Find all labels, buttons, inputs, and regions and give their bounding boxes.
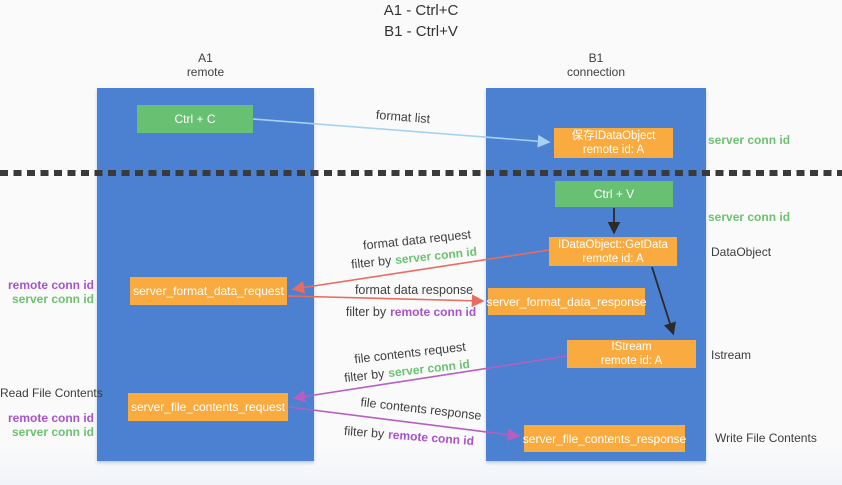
label-format-list: format list xyxy=(375,107,431,127)
node-istream-line1: IStream xyxy=(611,341,652,353)
filter-by-text: filter by xyxy=(343,423,385,442)
left-column-name: A1 xyxy=(198,51,213,65)
node-ctrl-c: Ctrl + C xyxy=(137,105,253,133)
left-remote-conn-id-bottom: remote conn id xyxy=(7,411,94,425)
node-save-dataobject: 保存IDataObject remote id: A xyxy=(554,128,673,158)
left-server-conn-id-bottom: server conn id xyxy=(11,425,94,439)
write-file-contents-label: Write File Contents xyxy=(715,431,817,445)
node-save-dataobject-line2: remote id: A xyxy=(582,144,645,156)
diagram-title: A1 - Ctrl+C B1 - Ctrl+V xyxy=(0,0,842,42)
left-column-header: A1 remote xyxy=(97,51,314,79)
node-server-format-data-response: server_format_data_response xyxy=(486,288,647,315)
remote-conn-id-key: remote conn id xyxy=(390,305,477,319)
right-server-conn-id-top: server conn id xyxy=(708,133,791,147)
dataobject-label: DataObject xyxy=(711,245,772,259)
node-server-file-contents-response-label: server_file_contents_response xyxy=(522,431,687,446)
read-file-contents-label: Read File Contents xyxy=(0,386,103,400)
node-server-file-contents-request-label: server_file_contents_request xyxy=(130,400,286,414)
title-line-2: B1 - Ctrl+V xyxy=(384,23,458,40)
filter-by-text: filter by xyxy=(350,253,392,272)
node-getdata-line2: remote id: A xyxy=(582,252,644,265)
left-column-subtitle: remote xyxy=(186,65,225,79)
node-istream: IStream remote id: A xyxy=(567,340,696,368)
node-getdata: IDataObject::GetData remote id: A xyxy=(549,237,677,266)
left-conn-id-block-top: remote conn id server conn id xyxy=(0,278,94,306)
label-format-data-response: format data response xyxy=(354,283,474,297)
right-column-header: B1 connection xyxy=(486,51,706,79)
node-server-format-data-response-label: server_format_data_response xyxy=(486,294,647,309)
filter-by-text: filter by xyxy=(343,366,386,386)
left-remote-conn-id-top: remote conn id xyxy=(7,278,94,292)
right-column-name: B1 xyxy=(588,51,604,65)
left-conn-id-block-bottom: remote conn id server conn id xyxy=(0,411,94,439)
istream-label: Istream xyxy=(711,348,752,362)
right-server-conn-id-mid: server conn id xyxy=(708,210,791,224)
title-line-1: A1 - Ctrl+C xyxy=(383,2,459,19)
dotted-separator-line xyxy=(0,170,842,176)
node-ctrl-v-label: Ctrl + V xyxy=(593,187,635,201)
node-server-format-data-request-label: server_format_data_request xyxy=(133,284,284,298)
node-server-file-contents-response: server_file_contents_response xyxy=(522,425,687,452)
left-server-conn-id-top: server conn id xyxy=(11,292,94,306)
node-istream-line2: remote id: A xyxy=(600,355,663,367)
right-column-subtitle: connection xyxy=(566,65,626,79)
node-ctrl-v: Ctrl + V xyxy=(555,181,673,207)
filter-by-text: filter by xyxy=(345,305,387,319)
node-save-dataobject-line1: 保存IDataObject xyxy=(571,130,656,142)
node-ctrl-c-label: Ctrl + C xyxy=(174,112,216,126)
node-getdata-line1: IDataObject::GetData xyxy=(558,238,668,251)
node-server-file-contents-request: server_file_contents_request xyxy=(128,393,288,421)
node-server-format-data-request: server_format_data_request xyxy=(130,277,287,305)
remote-conn-id-key: remote conn id xyxy=(387,427,475,449)
label-file-contents-response: file contents response xyxy=(359,395,483,423)
